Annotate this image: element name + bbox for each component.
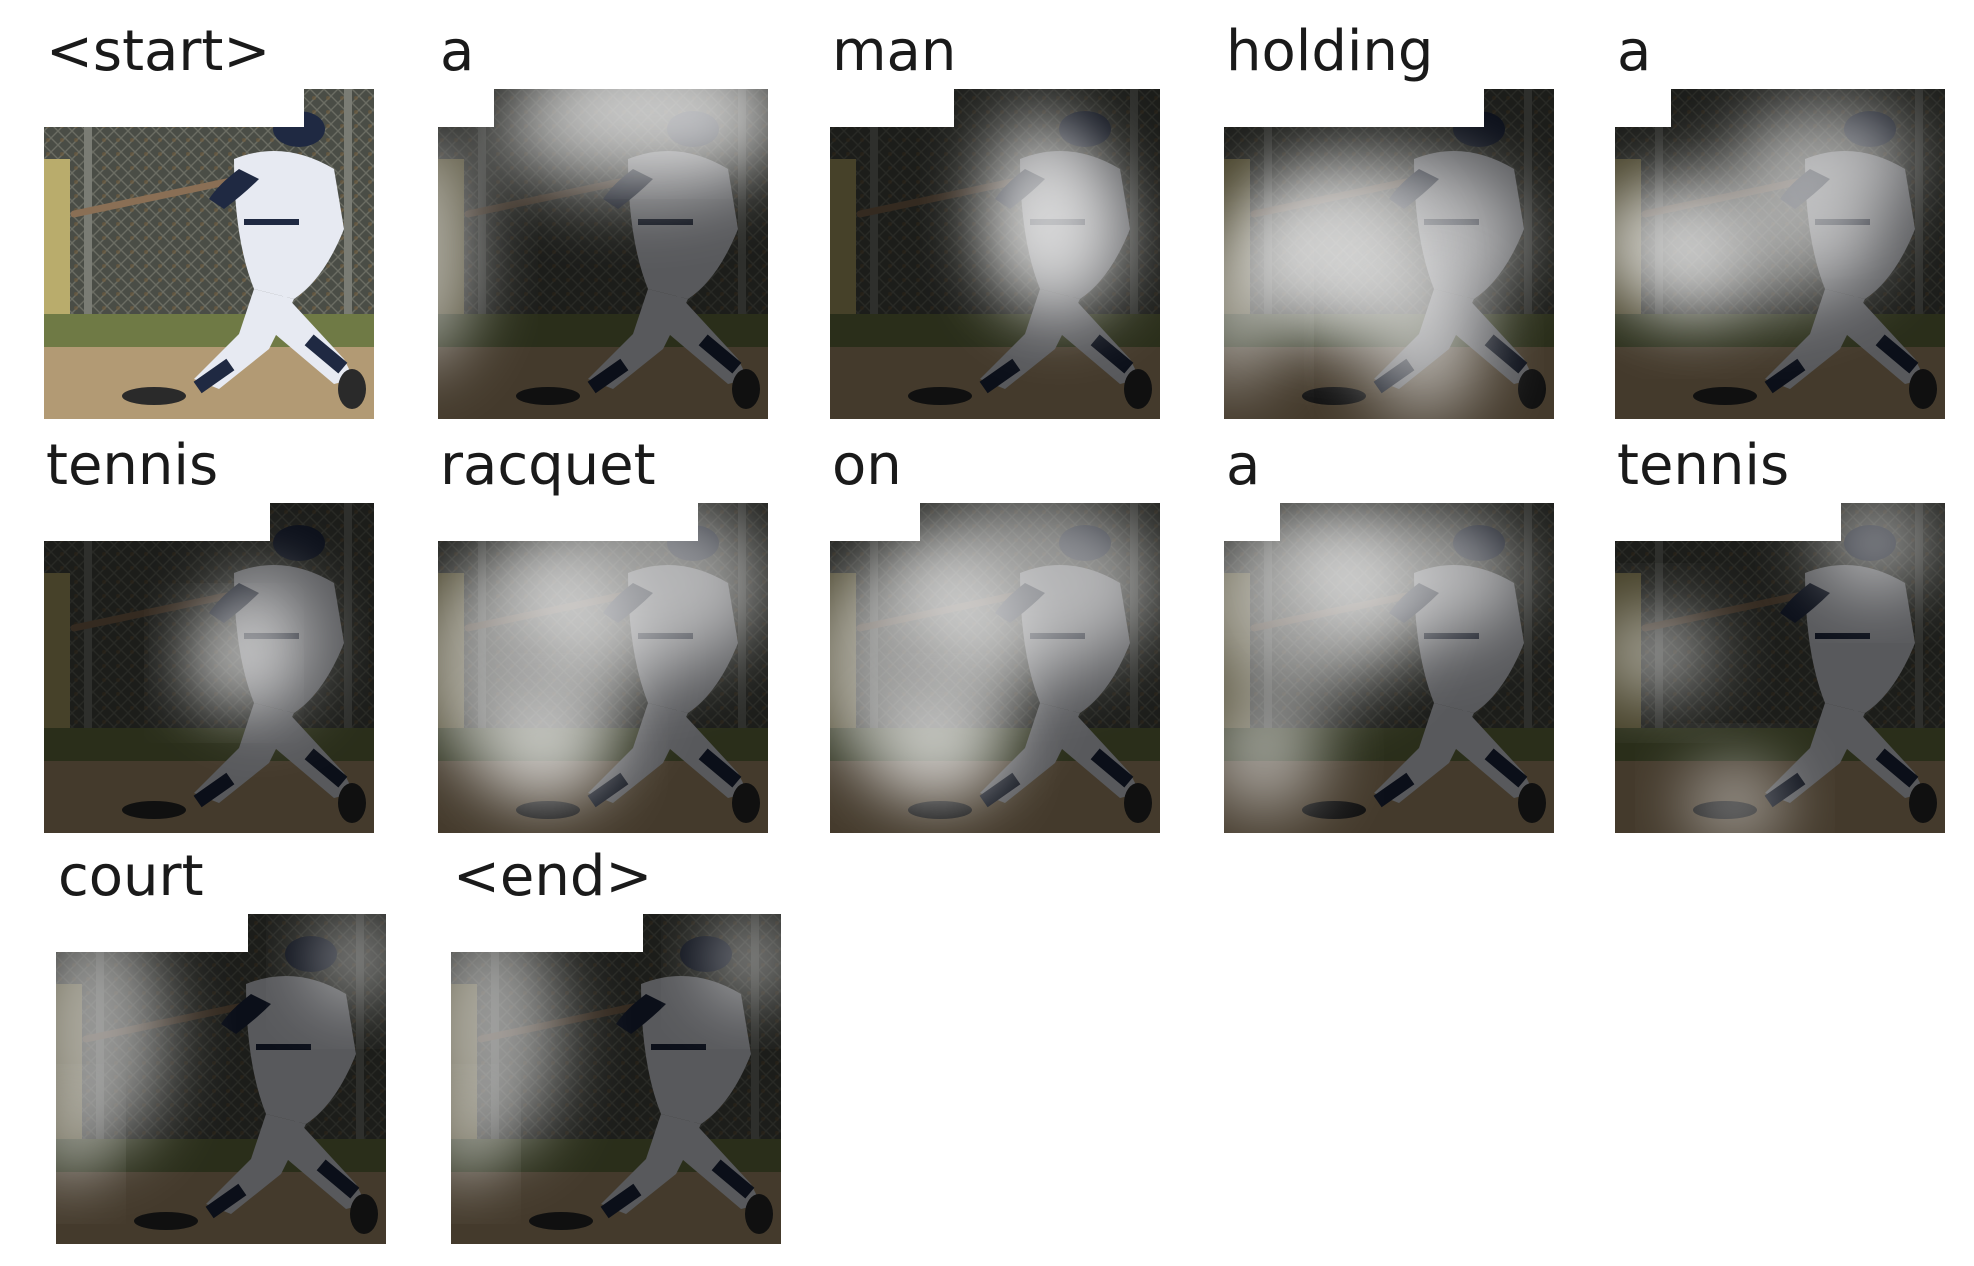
caption-word: a	[1617, 19, 1652, 84]
attention-glow	[438, 135, 478, 363]
attention-glow	[1244, 179, 1424, 339]
attention-cell: tennis	[42, 433, 384, 833]
caption-word: <start>	[46, 19, 271, 84]
attention-cell: on	[828, 433, 1170, 833]
attention-glow	[900, 503, 1160, 673]
attention-glow	[1284, 503, 1524, 643]
caption-word: man	[832, 19, 957, 84]
attention-map-image	[1224, 503, 1554, 833]
attention-glow	[1224, 693, 1324, 813]
attention-map-image	[1224, 89, 1554, 419]
attention-cell: a	[436, 19, 778, 419]
attention-map-image	[438, 503, 768, 833]
caption-word: a	[440, 19, 475, 84]
caption-word: a	[1226, 433, 1261, 498]
attention-glow	[451, 1104, 491, 1184]
attention-glow	[1815, 503, 1935, 593]
attention-cell: a	[1222, 433, 1564, 833]
attention-cell: court	[54, 844, 396, 1244]
attention-glow	[56, 914, 166, 1154]
attention-glow	[1625, 199, 1745, 319]
attention-map-image	[830, 89, 1160, 419]
attention-glow	[1615, 608, 1715, 698]
attention-glow	[184, 623, 264, 703]
attention-map-image	[56, 914, 386, 1244]
attention-glow	[706, 914, 781, 1004]
attention-cell: <end>	[449, 844, 791, 1244]
attention-map-image	[451, 914, 781, 1244]
attention-cell: tennis	[1613, 433, 1955, 833]
attention-map-image	[830, 503, 1160, 833]
caption-word: on	[832, 433, 902, 498]
attention-cell: holding	[1222, 19, 1564, 419]
attention-map-image	[44, 503, 374, 833]
caption-word: <end>	[453, 844, 653, 909]
attention-map-image	[438, 89, 768, 419]
attention-glow	[451, 914, 561, 1154]
attention-glow	[56, 1104, 96, 1184]
attention-glow	[880, 703, 1000, 803]
attention-map-image	[44, 89, 374, 419]
attention-cell: racquet	[436, 433, 778, 833]
attention-glow	[1224, 249, 1274, 389]
attention-cell: man	[828, 19, 1170, 419]
attention-glow	[538, 89, 768, 149]
attention-glow	[508, 503, 768, 673]
caption-word: holding	[1226, 19, 1434, 84]
attention-map-image	[1615, 89, 1945, 419]
caption-word: court	[58, 844, 204, 909]
attention-glow	[990, 159, 1130, 319]
attention-glow	[1685, 763, 1785, 833]
attention-glow	[1735, 99, 1915, 219]
attention-cell: a	[1613, 19, 1955, 419]
attention-glow	[311, 914, 386, 1004]
caption-word: tennis	[46, 433, 219, 498]
attention-glow	[1364, 279, 1484, 419]
caption-word: tennis	[1617, 433, 1790, 498]
attention-cell: <start>	[42, 19, 384, 419]
attention-map-image	[1615, 503, 1945, 833]
attention-glow	[488, 703, 608, 803]
caption-word: racquet	[440, 433, 656, 498]
